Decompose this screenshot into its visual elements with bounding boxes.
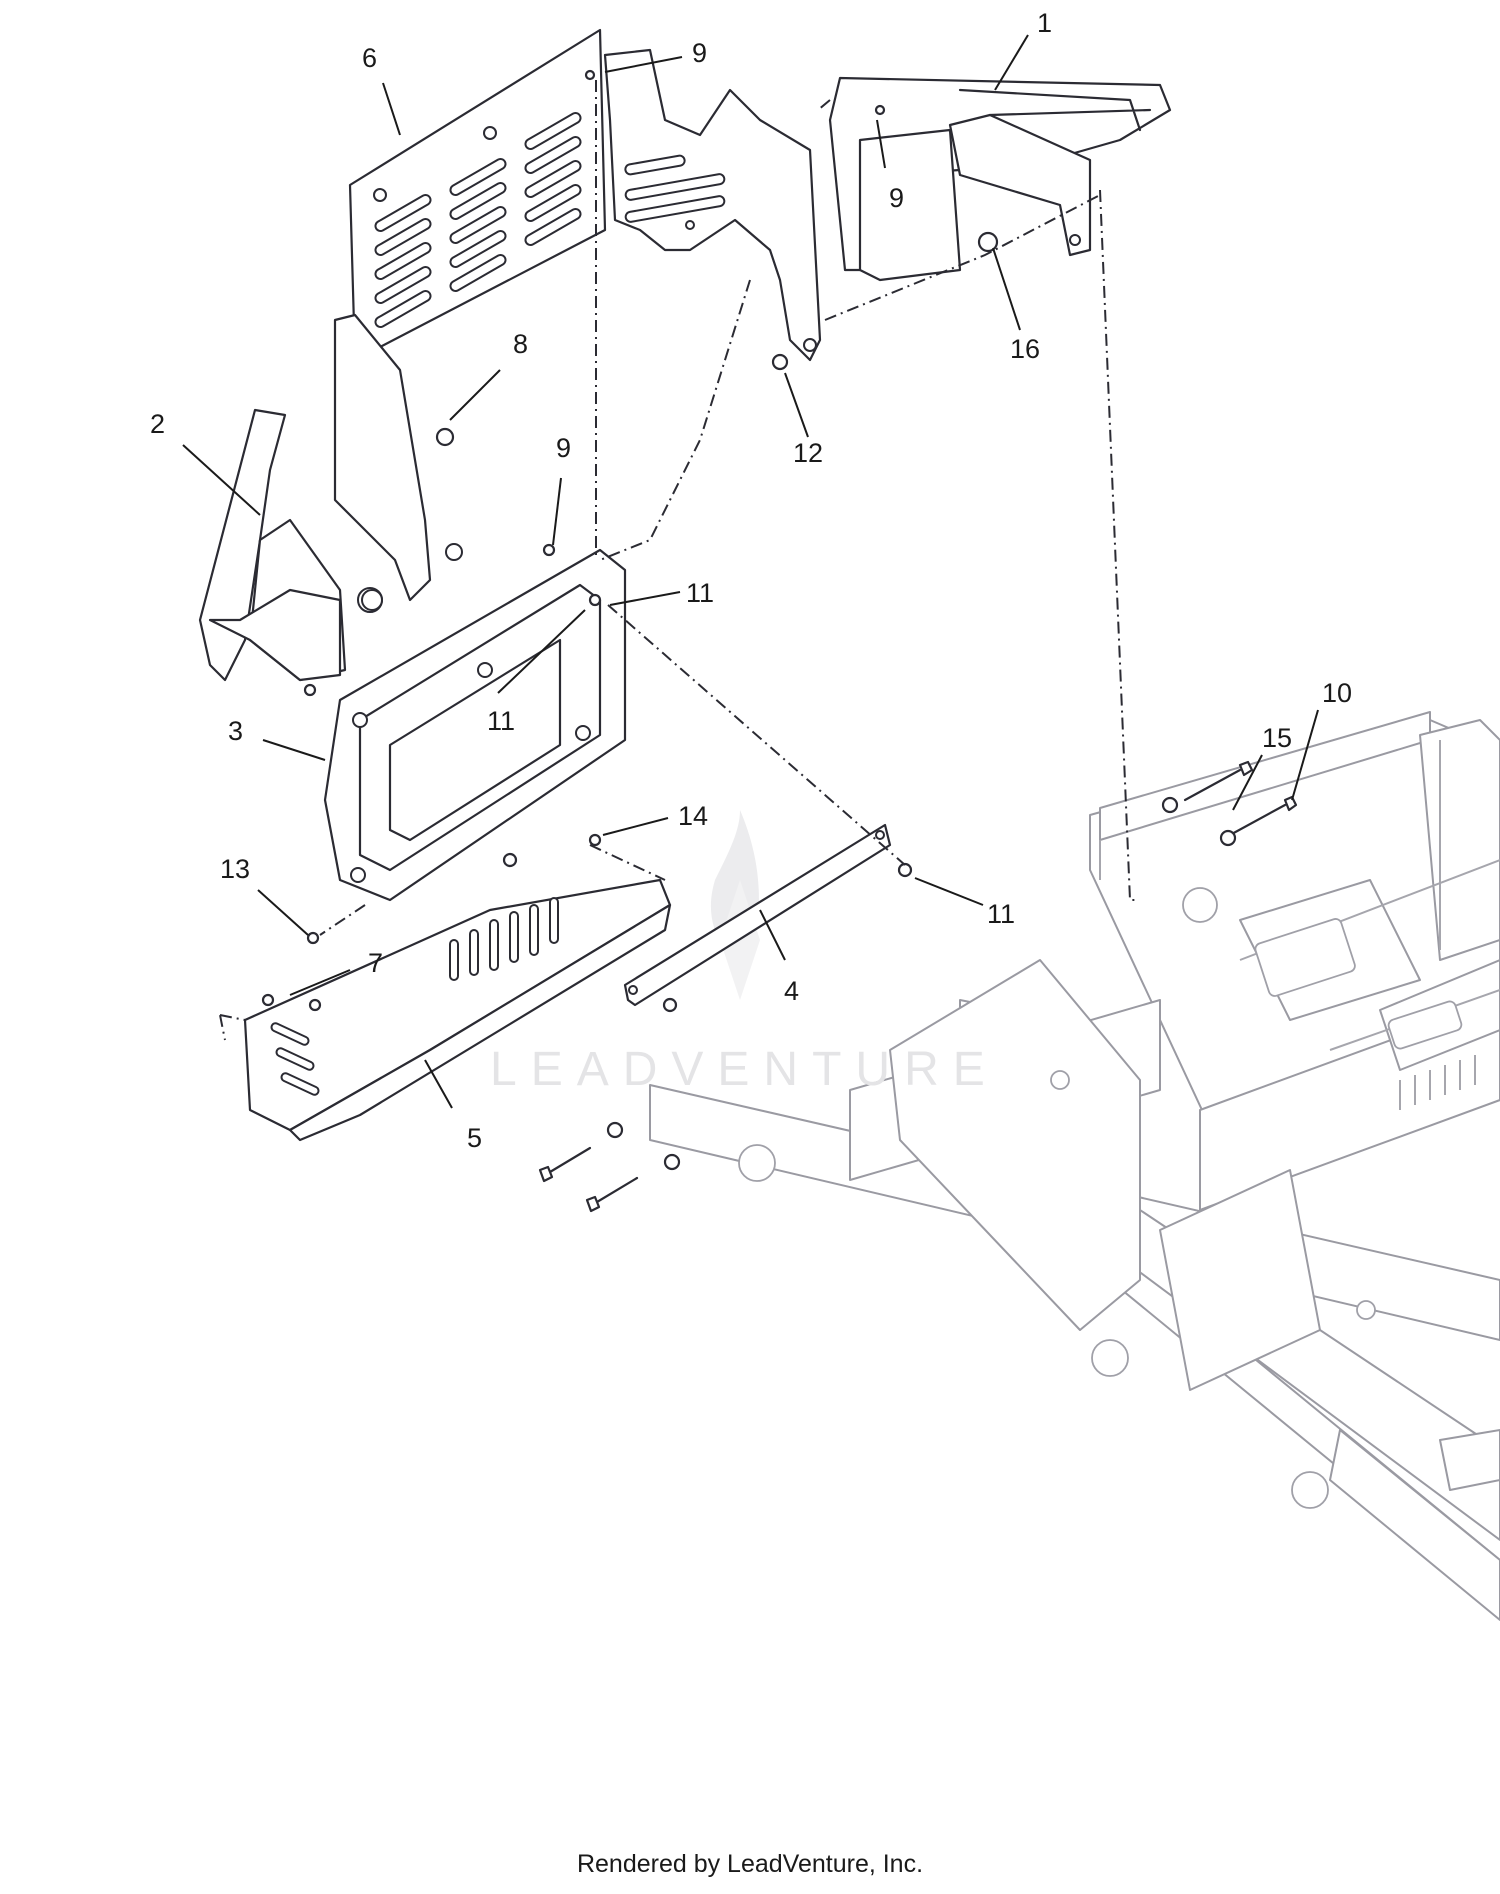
- callout-9b: 9: [889, 183, 904, 213]
- watermark-text: LEADVENTURE: [490, 1043, 999, 1096]
- callout-16: 16: [1010, 334, 1040, 364]
- bolt-15: [1183, 760, 1254, 802]
- part-4-flat-plate: [623, 823, 892, 1007]
- callouts: 1 2 3 4 5 6 7 8 9 9 9 10 11 11 11 12 13 …: [150, 8, 1352, 1153]
- callout-11c: 11: [987, 899, 1015, 929]
- callout-11a: 11: [686, 578, 714, 608]
- clip-8: [435, 427, 455, 447]
- leader-lines: [182, 34, 1319, 1109]
- callout-15: 15: [1262, 723, 1292, 753]
- part-2-side-bracket: [198, 408, 383, 682]
- bolt-14: [588, 833, 602, 847]
- hardware: [261, 69, 1298, 1213]
- bolt-10: [1228, 795, 1298, 837]
- washer-15: [1161, 796, 1179, 814]
- upper-center-bracket: [603, 48, 822, 362]
- part-1-upper-bracket: [828, 76, 1172, 282]
- callout-7: 7: [368, 948, 383, 978]
- nut-7: [261, 993, 275, 1007]
- bolt-9a: [584, 69, 596, 81]
- bolt-9c: [542, 543, 556, 557]
- bolt-lower-b: [585, 1176, 639, 1213]
- nut-11b: [897, 862, 913, 878]
- bolt-lower-a: [538, 1146, 592, 1183]
- callout-2: 2: [150, 409, 165, 439]
- part-6-vented-panel: [333, 28, 607, 613]
- callout-12: 12: [793, 438, 823, 468]
- callout-4: 4: [784, 976, 799, 1006]
- callout-11b: 11: [487, 706, 515, 736]
- part-5-lower-channel: [243, 878, 672, 1142]
- callout-14: 14: [678, 801, 708, 831]
- callout-9a: 9: [692, 38, 707, 68]
- callout-5: 5: [467, 1123, 482, 1153]
- callout-1: 1: [1037, 8, 1052, 38]
- nut-5: [502, 852, 518, 868]
- callout-3: 3: [228, 716, 243, 746]
- bolt-13: [306, 931, 320, 945]
- alignment-lines: [219, 80, 1135, 1041]
- nut-12: [771, 353, 789, 371]
- render-credit: Rendered by LeadVenture, Inc.: [576, 1850, 924, 1878]
- nut-11c: [662, 997, 678, 1013]
- callout-8: 8: [513, 329, 528, 359]
- part-3-tray-frame: [323, 548, 627, 902]
- bolt-7: [308, 998, 322, 1012]
- callout-10: 10: [1322, 678, 1352, 708]
- washer-16: [977, 231, 999, 253]
- callout-9c: 9: [556, 433, 571, 463]
- bolt-2: [303, 683, 317, 697]
- callout-13: 13: [220, 854, 250, 884]
- nut-11a: [588, 593, 602, 607]
- bolt-9b: [874, 104, 886, 116]
- washer-10: [1219, 829, 1237, 847]
- washer-lower-b: [663, 1153, 681, 1171]
- chassis-frame: [649, 711, 1500, 1621]
- callout-6: 6: [362, 43, 377, 73]
- washer-lower-a: [606, 1121, 624, 1139]
